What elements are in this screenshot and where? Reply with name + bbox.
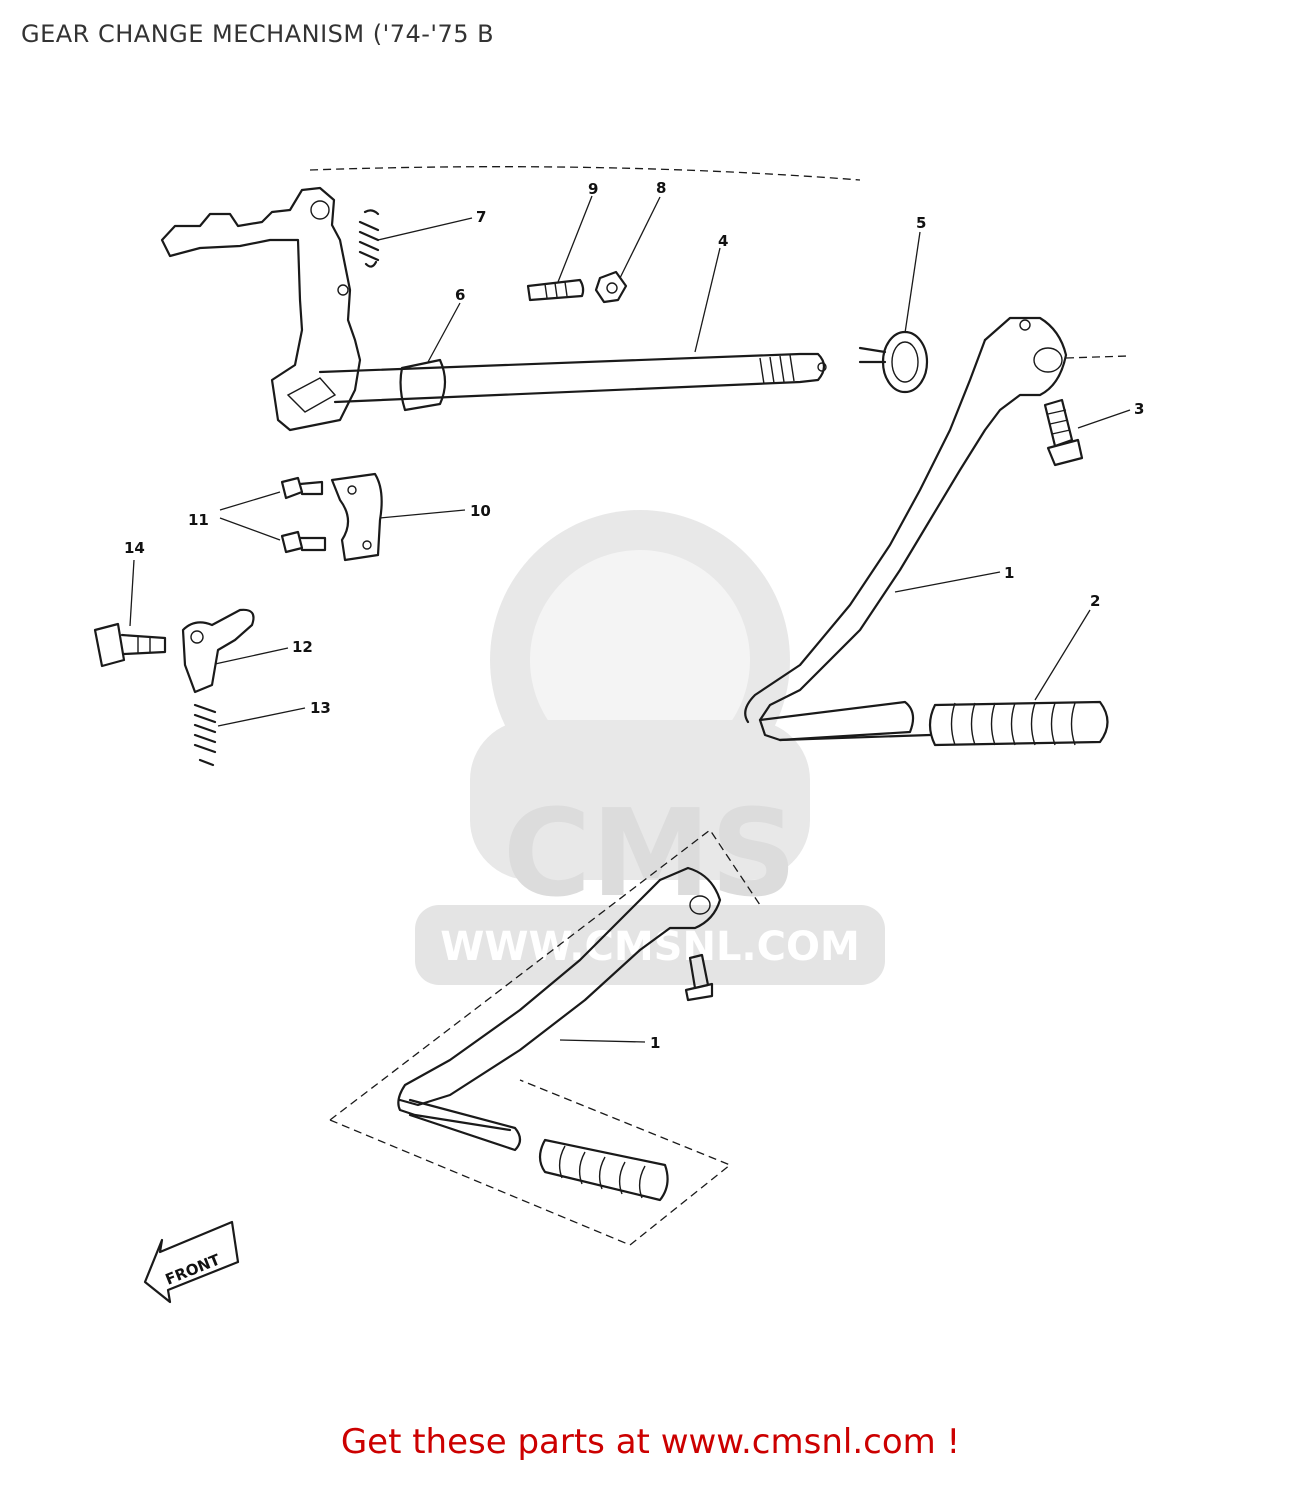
footer-link[interactable]: www.cmsnl.com bbox=[660, 1422, 936, 1462]
callout-11: 11 bbox=[188, 511, 209, 529]
alternate-pedal-group bbox=[329, 829, 761, 1246]
shift-arm bbox=[160, 186, 362, 432]
leader-lines bbox=[129, 195, 1131, 1043]
spring-7 bbox=[358, 209, 380, 268]
callout-12: 12 bbox=[292, 638, 313, 656]
guide-plate bbox=[330, 472, 383, 562]
watermark: CMS WWW.CMSNL.COM bbox=[415, 510, 885, 985]
callout-5: 5 bbox=[916, 214, 926, 232]
watermark-brand: CMS bbox=[503, 785, 797, 924]
page-title: GEAR CHANGE MECHANISM ('74-'75 B bbox=[21, 20, 495, 48]
callout-10: 10 bbox=[470, 502, 491, 520]
stopper-lever bbox=[181, 608, 255, 694]
shift-pedal-upper bbox=[744, 316, 1129, 742]
footer-prefix: Get these parts at bbox=[340, 1422, 661, 1462]
callout-6: 6 bbox=[455, 286, 465, 304]
front-arrow-label: FRONT bbox=[163, 1250, 224, 1288]
callout-7: 7 bbox=[476, 208, 486, 226]
lock-nut bbox=[594, 270, 628, 304]
callout-2: 2 bbox=[1090, 592, 1100, 610]
footer-promo: Get these parts at www.cmsnl.com ! bbox=[0, 1422, 1301, 1462]
circlip bbox=[858, 330, 929, 394]
footer-suffix: ! bbox=[935, 1422, 961, 1462]
reference-line bbox=[309, 166, 861, 181]
shift-shaft bbox=[318, 352, 827, 412]
adjust-bolt bbox=[526, 278, 585, 302]
callout-9: 9 bbox=[588, 180, 598, 198]
callout-8: 8 bbox=[656, 179, 666, 197]
callout-4: 4 bbox=[718, 232, 728, 250]
callout-1-lower: 1 bbox=[650, 1034, 660, 1052]
callout-13: 13 bbox=[310, 699, 331, 717]
callout-1-upper: 1 bbox=[1004, 564, 1014, 582]
pedal-rubber-upper bbox=[928, 700, 1109, 747]
callout-3: 3 bbox=[1134, 400, 1144, 418]
callout-labels: 7 9 8 4 5 6 3 10 11 14 12 13 1 2 1 bbox=[124, 179, 1144, 1052]
spring-13 bbox=[193, 703, 217, 767]
callout-14: 14 bbox=[124, 539, 145, 557]
pedal-bolt bbox=[1043, 398, 1084, 467]
plate-screws bbox=[280, 476, 327, 554]
watermark-url: WWW.CMSNL.COM bbox=[440, 924, 860, 970]
front-arrow: FRONT bbox=[143, 1220, 240, 1304]
pivot-bolt bbox=[93, 622, 167, 668]
